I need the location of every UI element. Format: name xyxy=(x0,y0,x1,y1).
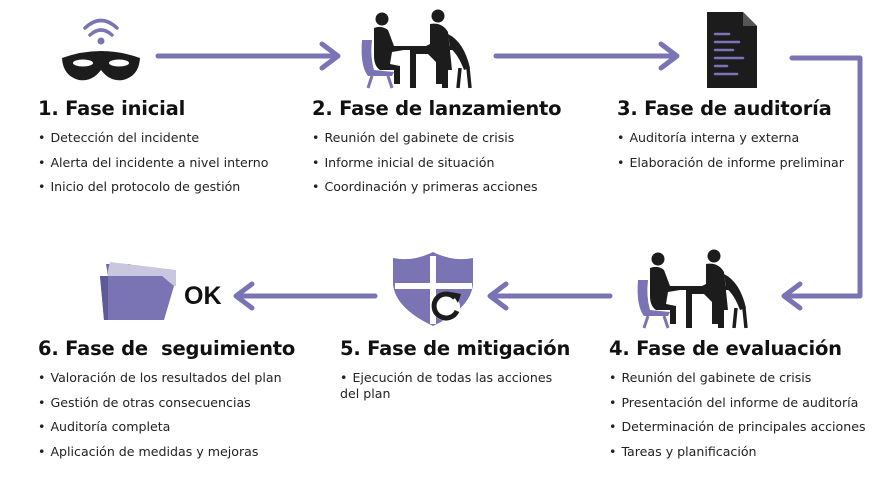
phase-title: 4. Fase de evaluación xyxy=(609,337,842,360)
list-item: Presentación del informe de auditoría xyxy=(609,395,866,411)
list-item: Ejecución de todas las acciones del plan xyxy=(340,370,565,401)
list-item: Tareas y planificación xyxy=(609,444,866,460)
phase-title: 3. Fase de auditoría xyxy=(617,97,832,120)
spy-mask-wifi-icon xyxy=(62,18,140,81)
arrow-5-to-6 xyxy=(233,281,378,311)
phase-items: Ejecución de todas las acciones del plan xyxy=(340,370,570,401)
phase-3-auditoria: 3. Fase de auditoría Auditoría interna y… xyxy=(617,97,844,179)
document-icon xyxy=(707,12,757,88)
list-item: Detección del incidente xyxy=(38,130,268,146)
phase-5-mitigacion: 5. Fase de mitigación Ejecución de todas… xyxy=(340,337,570,410)
list-item: Informe inicial de situación xyxy=(312,155,561,171)
list-item: Coordinación y primeras acciones xyxy=(312,179,561,195)
list-item: Elaboración de informe preliminar xyxy=(617,155,844,171)
arrow-1-to-2 xyxy=(155,41,341,71)
shield-refresh-icon xyxy=(393,252,473,326)
list-item: Valoración de los resultados del plan xyxy=(38,370,295,386)
list-item: Determinación de principales acciones xyxy=(609,419,865,435)
meeting-people-icon xyxy=(637,249,748,329)
phase-4-evaluacion: 4. Fase de evaluación Reunión del gabine… xyxy=(609,337,866,469)
list-item: Inicio del protocolo de gestión xyxy=(38,179,268,195)
phase-items: Detección del incidente Alerta del incid… xyxy=(38,130,268,195)
list-item: Auditoría interna y externa xyxy=(617,130,844,146)
arrow-4-to-5 xyxy=(487,281,613,311)
list-item: Auditoría completa xyxy=(38,419,295,435)
phase-items: Auditoría interna y externa Elaboración … xyxy=(617,130,844,170)
phase-title: 6. Fase de seguimiento xyxy=(38,337,296,360)
meeting-people-icon xyxy=(361,9,472,89)
phase-items: Valoración de los resultados del plan Ge… xyxy=(38,370,295,460)
list-item: Gestión de otras consecuencias xyxy=(38,395,295,411)
arrow-3-to-4 xyxy=(781,55,863,311)
phase-title: 5. Fase de mitigación xyxy=(340,337,571,360)
list-item: Reunión del gabinete de crisis xyxy=(609,370,866,386)
phase-title: 1. Fase inicial xyxy=(38,97,186,120)
phase-title: 2. Fase de lanzamiento xyxy=(312,97,562,120)
phase-items: Reunión del gabinete de crisis Informe i… xyxy=(312,130,561,195)
phase-2-lanzamiento: 2. Fase de lanzamiento Reunión del gabin… xyxy=(312,97,562,204)
phase-6-seguimiento: 6. Fase de seguimiento Valoración de los… xyxy=(38,337,295,469)
list-item: Reunión del gabinete de crisis xyxy=(312,130,561,146)
list-item: Alerta del incidente a nivel interno xyxy=(38,155,268,171)
arrow-2-to-3 xyxy=(493,41,680,71)
flow-arrows xyxy=(155,41,863,311)
phase-1-inicial: 1. Fase inicial Detección del incidente … xyxy=(38,97,268,204)
list-item: Aplicación de medidas y mejoras xyxy=(38,444,295,460)
folder-icon xyxy=(100,262,176,320)
phase-items: Reunión del gabinete de crisis Presentac… xyxy=(609,370,866,460)
ok-label: OK xyxy=(184,282,222,310)
